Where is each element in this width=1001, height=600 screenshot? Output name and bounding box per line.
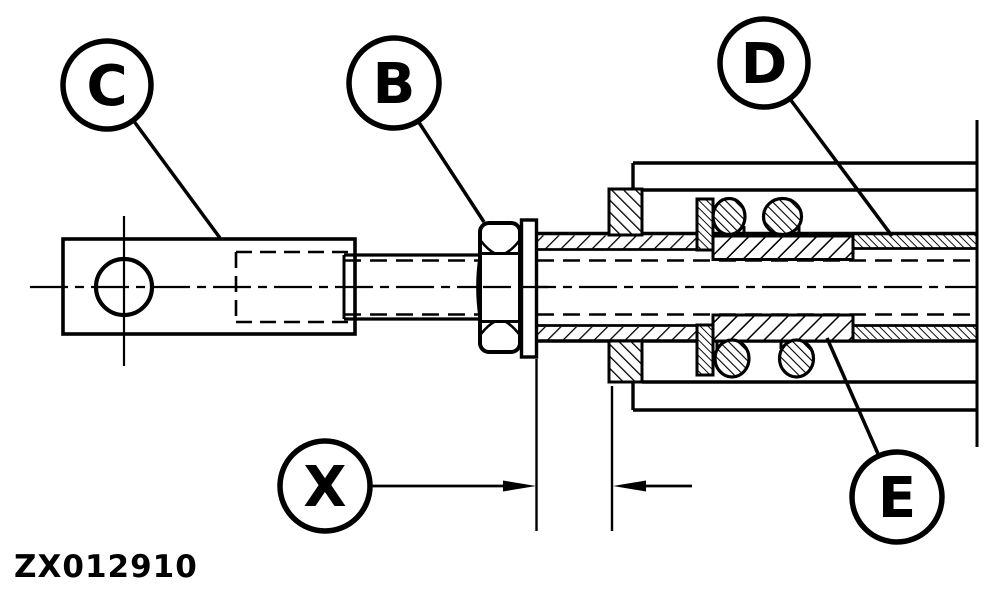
- leader-line-b: [416, 120, 486, 223]
- callout-e-letter: E: [878, 466, 916, 531]
- clevis-pin-hole: [93, 256, 155, 318]
- callout-c-bubble: [60, 38, 154, 132]
- callout-b-letter: B: [373, 52, 416, 117]
- thread-hatch-top-right: [853, 235, 977, 248]
- leader-line-d: [788, 97, 894, 238]
- callout-e-bubble: [849, 449, 945, 545]
- backup-rings: [695, 197, 715, 377]
- callout-x-bubble: [277, 438, 373, 534]
- hidden-thread-lines: [344, 259, 977, 316]
- callout-b: B: [346, 35, 442, 131]
- cylinder-barrel: [631, 120, 979, 447]
- callout-x: X: [277, 438, 373, 534]
- washer: [519, 218, 539, 359]
- callout-b-bubble: [346, 35, 442, 131]
- callout-c-letter: C: [86, 54, 127, 119]
- dimension-x: [370, 359, 692, 531]
- callout-d-bubble: [717, 16, 811, 110]
- head-retainers: [607, 187, 644, 384]
- thread-hatch-bottom-right: [853, 326, 977, 339]
- callout-x-letter: X: [303, 455, 346, 520]
- arrowhead-right-pointing: [503, 480, 536, 492]
- callout-leaders: [131, 97, 894, 457]
- leader-line-c: [131, 118, 222, 240]
- thread-hatch-bottom-left: [537, 327, 699, 340]
- drawing-code: ZX012910: [14, 549, 198, 585]
- callout-e: E: [849, 449, 945, 545]
- arrowhead-left-pointing: [613, 480, 646, 492]
- callout-d-letter: D: [741, 32, 787, 97]
- callout-c: C: [60, 38, 154, 132]
- thread-hatch-top-left: [537, 235, 699, 249]
- leader-line-e: [825, 337, 881, 457]
- callout-d: D: [717, 16, 811, 110]
- rod-seals: [711, 196, 816, 379]
